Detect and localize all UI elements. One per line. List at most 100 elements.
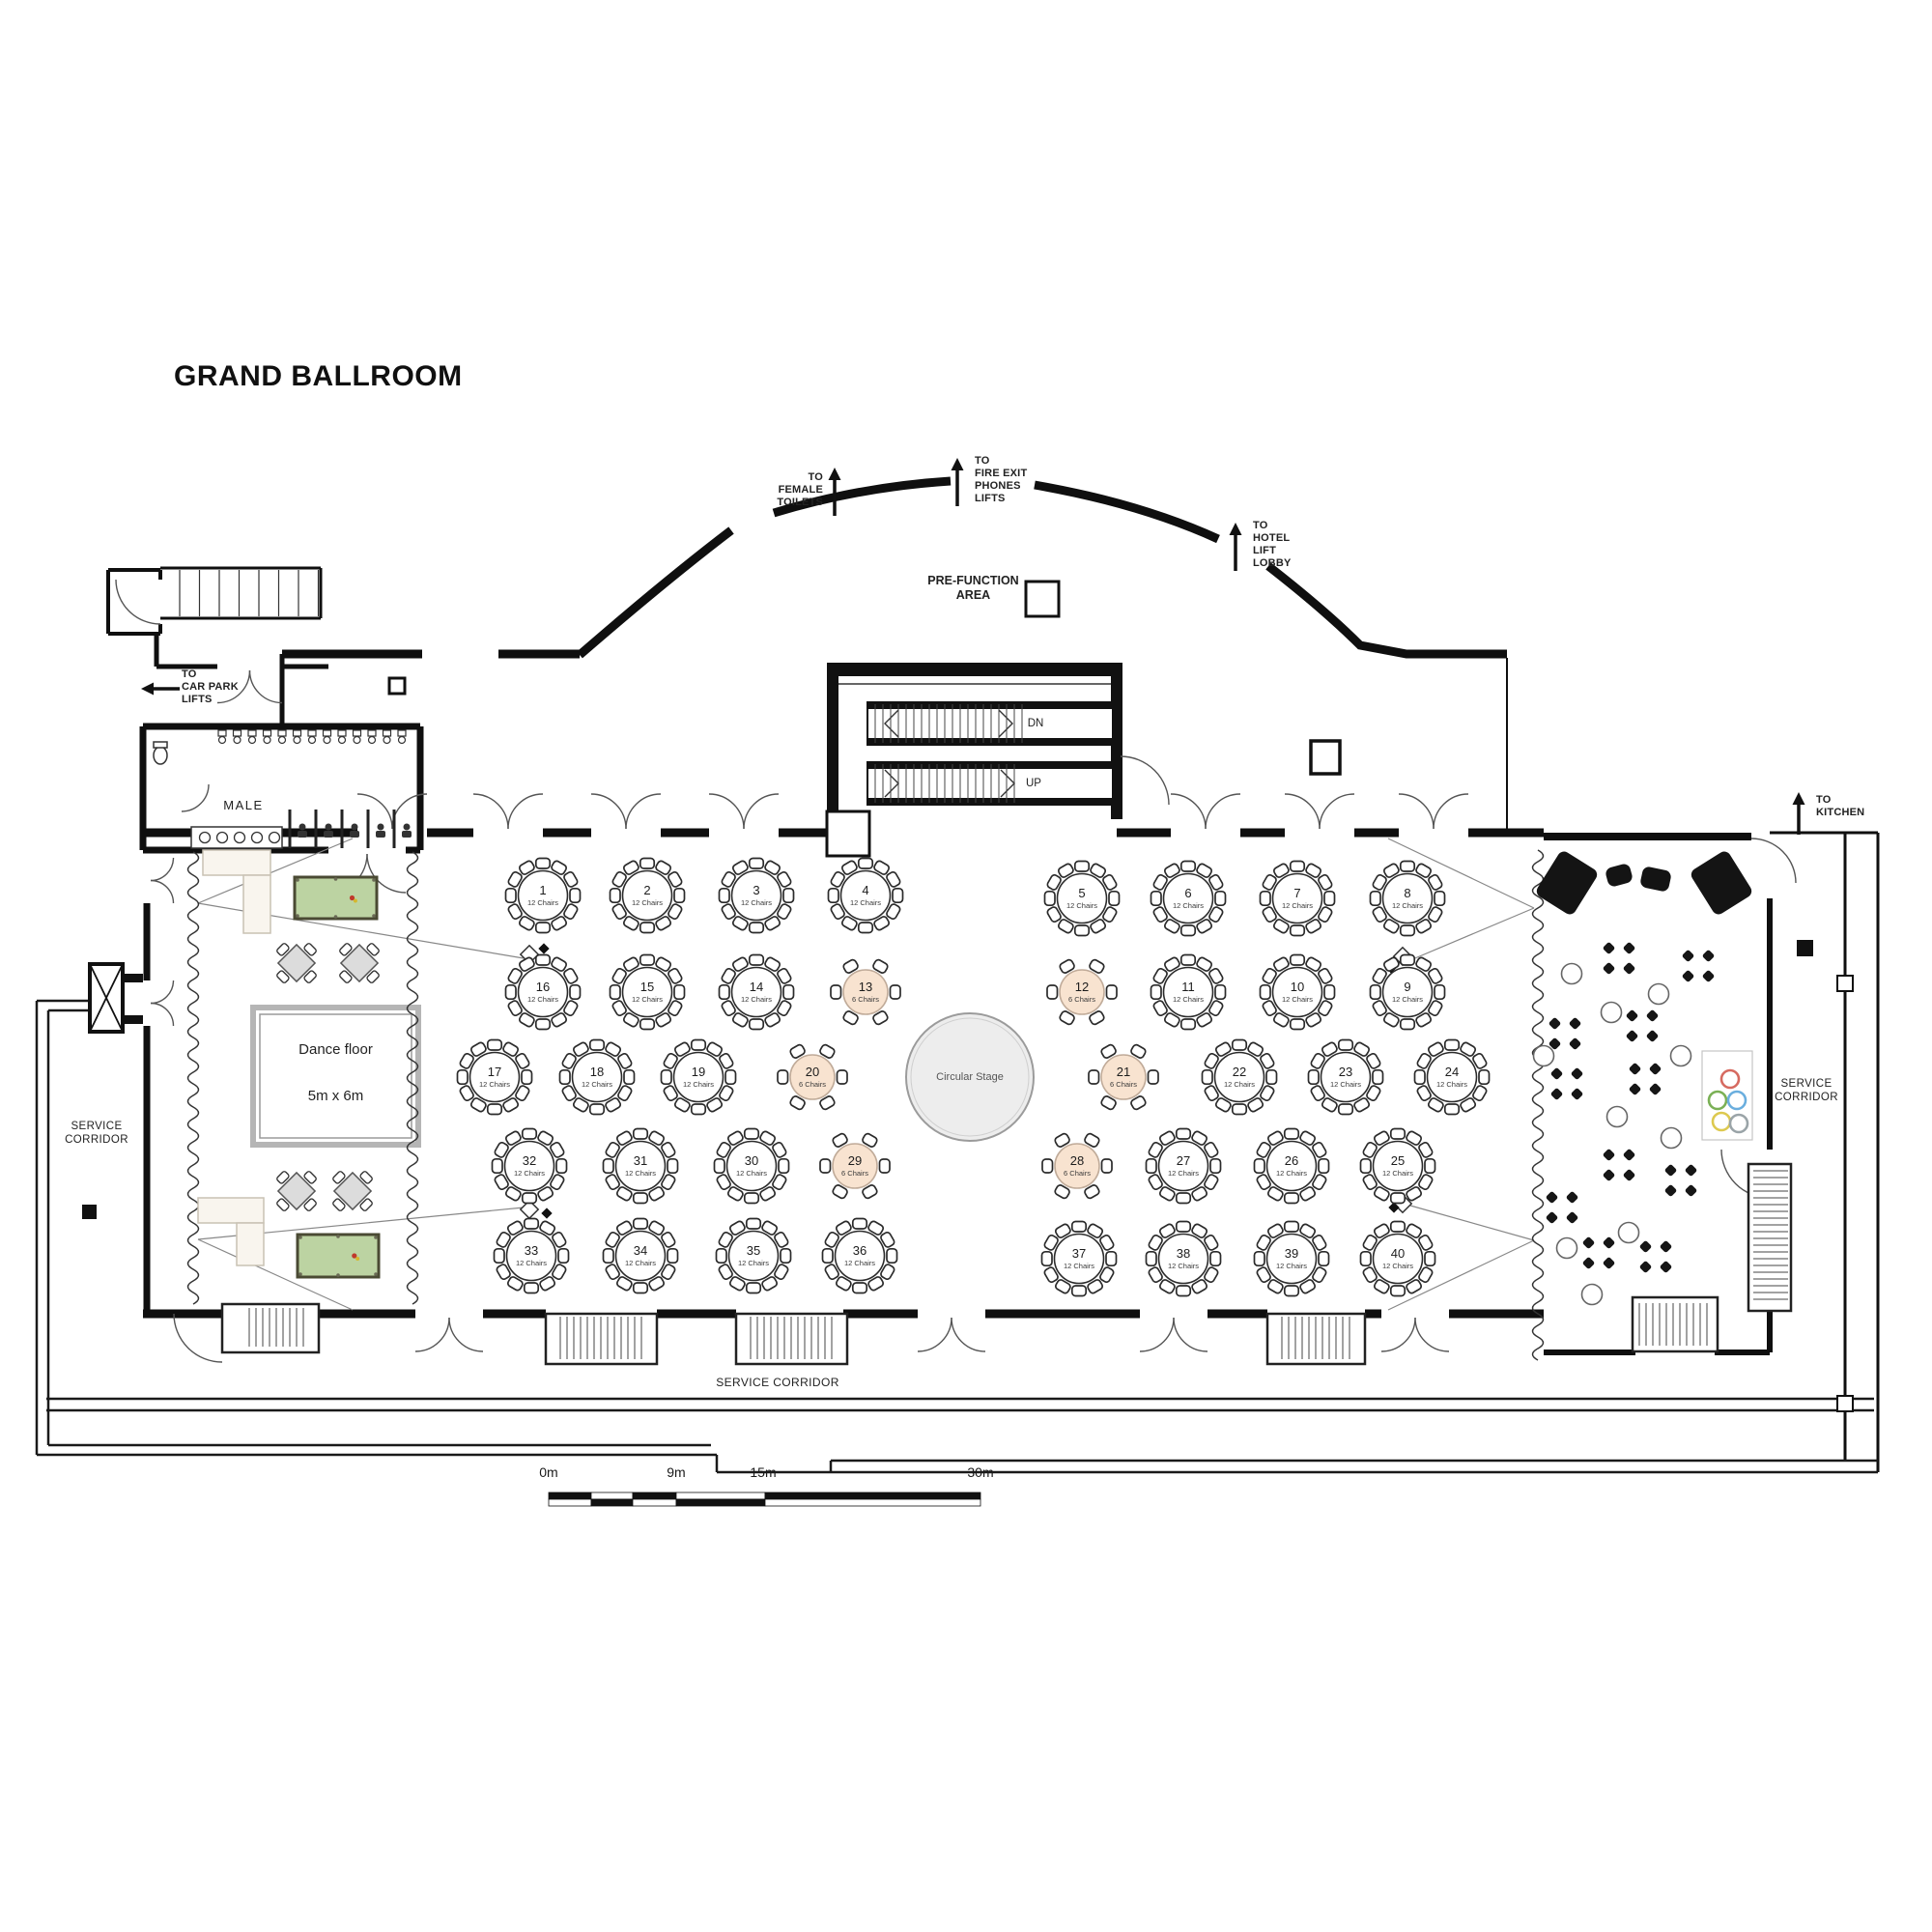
to-hotel-lift-lobby-label: TO HOTEL LIFT LOBBY (1253, 520, 1292, 569)
escalator-block (825, 663, 1122, 858)
structural-black-squares (82, 940, 1813, 1219)
round-table-4: 412 Chairs (827, 857, 904, 934)
square-table (276, 943, 317, 983)
svg-text:12 Chairs: 12 Chairs (736, 1169, 767, 1178)
svg-text:12 Chairs: 12 Chairs (1173, 995, 1204, 1004)
svg-text:12 Chairs: 12 Chairs (1276, 1169, 1307, 1178)
round-table-28: 286 Chairs (1041, 1132, 1113, 1200)
svg-text:12 Chairs: 12 Chairs (1066, 901, 1097, 910)
svg-text:9: 9 (1404, 980, 1410, 994)
svg-text:23: 23 (1339, 1065, 1352, 1079)
svg-text:1: 1 (539, 883, 546, 897)
to-fire-exit-phones-lifts-label: TO FIRE EXIT PHONES LIFTS (975, 455, 1028, 504)
to-car-park-lifts-label: TO CAR PARK LIFTS (182, 668, 239, 705)
svg-text:6: 6 (1184, 886, 1191, 900)
svg-text:12 Chairs: 12 Chairs (625, 1259, 656, 1267)
svg-text:37: 37 (1072, 1246, 1086, 1261)
page-title: GRAND BALLROOM (174, 360, 463, 392)
svg-text:12 Chairs: 12 Chairs (850, 898, 881, 907)
svg-text:31: 31 (634, 1153, 647, 1168)
svg-text:39: 39 (1285, 1246, 1298, 1261)
svg-text:2: 2 (643, 883, 650, 897)
svg-text:12 Chairs: 12 Chairs (741, 898, 772, 907)
svg-text:12 Chairs: 12 Chairs (527, 995, 558, 1004)
svg-text:36: 36 (853, 1243, 867, 1258)
svg-text:12 Chairs: 12 Chairs (1276, 1262, 1307, 1270)
svg-text:34: 34 (634, 1243, 647, 1258)
svg-text:20: 20 (806, 1065, 819, 1079)
round-table-29: 296 Chairs (819, 1132, 891, 1200)
svg-text:22: 22 (1233, 1065, 1246, 1079)
direction-arrows (141, 458, 1805, 835)
square-table (339, 943, 380, 983)
scale-tick-0m: 0m (539, 1464, 558, 1480)
circular-stage (905, 1012, 1035, 1142)
svg-text:24: 24 (1445, 1065, 1459, 1079)
svg-text:12 Chairs: 12 Chairs (1168, 1262, 1199, 1270)
svg-text:29: 29 (848, 1153, 862, 1168)
square-table (276, 1171, 317, 1211)
svg-text:18: 18 (590, 1065, 604, 1079)
svg-text:12 Chairs: 12 Chairs (632, 995, 663, 1004)
scale-bar (548, 1492, 981, 1507)
svg-text:33: 33 (525, 1243, 538, 1258)
rings-logo (1701, 1050, 1753, 1141)
to-kitchen-label: TO KITCHEN (1816, 794, 1865, 818)
svg-text:27: 27 (1177, 1153, 1190, 1168)
to-kitchen-arrow (1792, 792, 1805, 835)
svg-text:12 Chairs: 12 Chairs (1382, 1169, 1413, 1178)
svg-text:19: 19 (692, 1065, 705, 1079)
svg-text:12 Chairs: 12 Chairs (582, 1080, 612, 1089)
svg-text:12 Chairs: 12 Chairs (479, 1080, 510, 1089)
svg-text:12 Chairs: 12 Chairs (514, 1169, 545, 1178)
svg-text:12 Chairs: 12 Chairs (741, 995, 772, 1004)
to-female-toilets-label: TO FEMALE TOILETS (777, 471, 823, 508)
svg-text:12 Chairs: 12 Chairs (632, 898, 663, 907)
svg-text:7: 7 (1293, 886, 1300, 900)
svg-text:12: 12 (1075, 980, 1089, 994)
to-hotel-lift-lobby-arrow (1229, 523, 1242, 571)
svg-text:12 Chairs: 12 Chairs (1064, 1262, 1094, 1270)
svg-text:32: 32 (523, 1153, 536, 1168)
dance-floor-outline (250, 1005, 421, 1148)
round-table-12: 126 Chairs (1046, 958, 1118, 1026)
svg-text:30: 30 (745, 1153, 758, 1168)
svg-text:12 Chairs: 12 Chairs (1173, 901, 1204, 910)
svg-text:13: 13 (859, 980, 872, 994)
service-corridor-left-label: SERVICE CORRIDOR (65, 1121, 128, 1146)
lift-shaft (88, 962, 143, 1034)
round-table-13: 136 Chairs (830, 958, 901, 1026)
svg-text:10: 10 (1291, 980, 1304, 994)
svg-text:40: 40 (1391, 1246, 1405, 1261)
svg-text:12 Chairs: 12 Chairs (1282, 995, 1313, 1004)
round-table-7: 712 Chairs (1259, 860, 1336, 937)
scale-tick-9m: 9m (667, 1464, 686, 1480)
bar-counters (197, 849, 271, 1266)
pre-function-area-label: PRE-FUNCTION AREA (927, 574, 1019, 602)
svg-text:15: 15 (640, 980, 654, 994)
male-toilets-label: MALE (223, 798, 264, 812)
scale-tick-30m: 30m (967, 1464, 994, 1480)
svg-text:12 Chairs: 12 Chairs (1392, 995, 1423, 1004)
scale-tick-15m: 15m (750, 1464, 777, 1480)
circular-stage-label: Circular Stage (936, 1071, 1004, 1083)
